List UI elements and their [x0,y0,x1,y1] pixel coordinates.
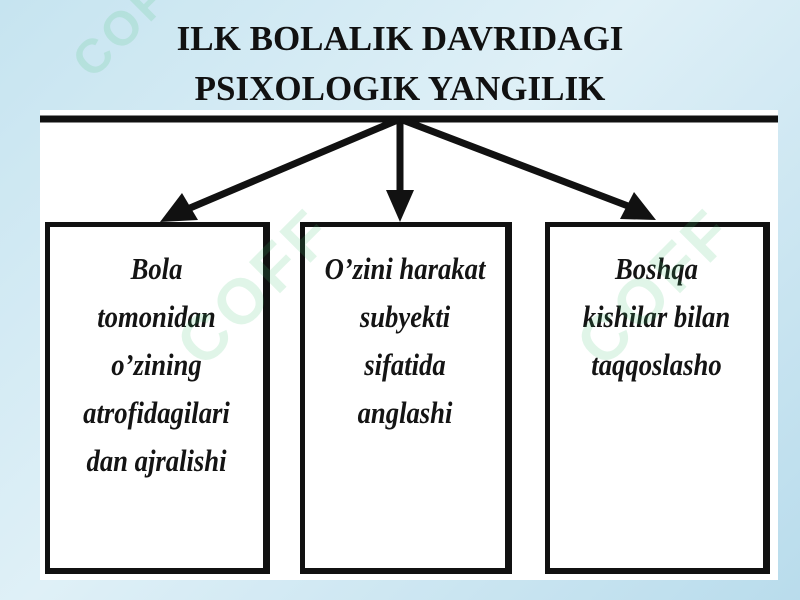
box-right-line-3: taqqoslasho [591,347,722,382]
box-center-line-4: anglashi [357,395,453,430]
box-center: O’zini harakat subyekti sifatida anglash… [300,222,512,574]
box-left-line-3: o’zining [111,347,202,382]
arrow-left-head [160,193,198,222]
box-left-line-5: dan ajralishi [86,443,227,478]
arrow-left-shaft [188,115,402,212]
box-left: Bola tomonidan o’zining atrofidagilari d… [45,222,270,574]
box-right-line-2: kishilar bilan [582,299,731,334]
slide-title: ILK BOLALIK DAVRIDAGI PSIXOLOGIK YANGILI… [0,14,800,114]
box-right-text: Boshqa kishilar bilan taqqoslasho [565,245,748,389]
box-right-line-1: Boshqa [615,251,698,286]
box-right: Boshqa kishilar bilan taqqoslasho [545,222,770,574]
box-left-line-2: tomonidan [97,299,216,334]
diagram-connectors [40,115,778,222]
box-center-line-2: subyekti [359,299,451,334]
slide-title-line-2: PSIXOLOGIK YANGILIK [194,69,606,108]
arrow-right-shaft [398,115,630,210]
box-left-line-1: Bola [130,251,183,286]
box-center-line-3: sifatida [364,347,446,382]
slide-title-line-1: ILK BOLALIK DAVRIDAGI [176,19,624,58]
arrow-right-head [620,192,656,220]
box-left-line-4: atrofidagilari [83,395,230,430]
box-center-line-1: O’zini harakat [324,251,486,286]
box-left-text: Bola tomonidan o’zining atrofidagilari d… [65,245,248,485]
arrow-center-head [386,190,414,222]
box-center-text: O’zini harakat subyekti sifatida anglash… [319,245,491,437]
